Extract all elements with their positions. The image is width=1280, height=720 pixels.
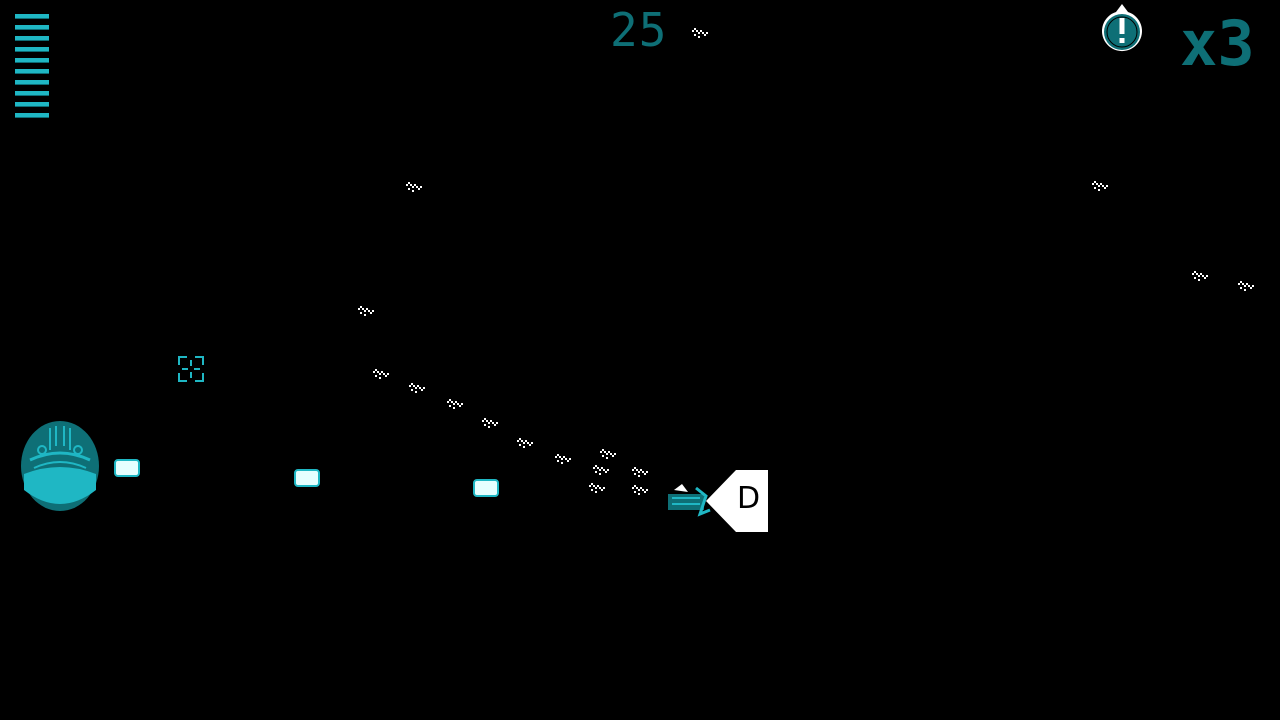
enemy-drone[interactable] <box>593 465 609 475</box>
player-ship[interactable] <box>20 420 100 512</box>
health-segment <box>15 47 49 52</box>
health-segment <box>15 58 49 63</box>
target-letter: D <box>737 481 761 516</box>
health-bar <box>15 14 49 168</box>
enemy-drone[interactable] <box>1238 281 1254 291</box>
enemy-drone[interactable] <box>632 485 648 495</box>
enemy-drone[interactable] <box>447 399 463 409</box>
score-multiplier: x3 <box>1180 7 1255 80</box>
health-segment <box>15 69 49 74</box>
score-counter: 25 <box>610 3 668 57</box>
enemy-drone[interactable] <box>358 306 374 316</box>
health-segment <box>15 36 49 41</box>
health-segment <box>15 25 49 30</box>
health-segment <box>15 14 49 19</box>
health-segment <box>15 80 49 85</box>
enemy-drone[interactable] <box>692 28 708 38</box>
enemy-drone[interactable] <box>1192 271 1208 281</box>
health-segment <box>15 113 49 118</box>
enemy-drone[interactable] <box>406 182 422 192</box>
player-bullet <box>473 479 499 497</box>
health-segment <box>15 91 49 96</box>
crosshair-icon <box>178 356 204 382</box>
enemy-cluster[interactable] <box>666 470 770 532</box>
enemy-drone[interactable] <box>600 449 616 459</box>
player-bullet <box>114 459 140 477</box>
enemy-drone[interactable] <box>589 483 605 493</box>
target-marker-icon <box>706 470 768 532</box>
enemy-drone[interactable] <box>632 467 648 477</box>
enemy-drone[interactable] <box>482 418 498 428</box>
enemy-drone[interactable] <box>1092 181 1108 191</box>
enemy-drone[interactable] <box>517 438 533 448</box>
player-bullet <box>294 469 320 487</box>
health-segment <box>15 102 49 107</box>
enemy-drone[interactable] <box>373 369 389 379</box>
enemy-drone[interactable] <box>409 383 425 393</box>
alert-icon <box>1102 4 1142 52</box>
enemy-drone[interactable] <box>555 454 571 464</box>
